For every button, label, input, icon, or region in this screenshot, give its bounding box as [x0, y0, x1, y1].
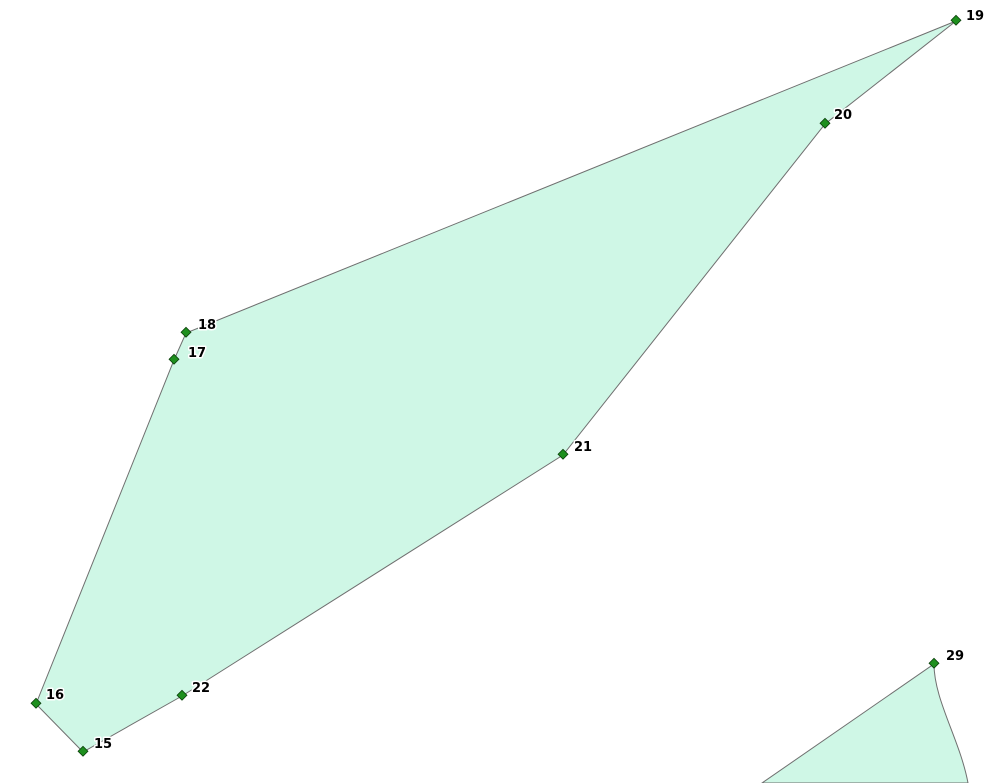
- vertex-marker-29[interactable]: [928, 657, 940, 669]
- vertex-label-15: 15: [94, 737, 112, 752]
- vertex-marker-22[interactable]: [176, 689, 188, 701]
- vertex-markers: [30, 14, 962, 757]
- vertex-label-18: 18: [198, 318, 216, 333]
- vertex-marker-18[interactable]: [180, 326, 192, 338]
- vertex-label-21: 21: [574, 440, 592, 455]
- vertex-label-29: 29: [946, 649, 964, 664]
- parcel-polygon-partial[interactable]: [761, 663, 969, 783]
- vertex-label-20: 20: [834, 108, 852, 123]
- vertex-label-16: 16: [46, 688, 64, 703]
- vertex-label-19: 19: [966, 9, 984, 24]
- vertex-marker-15[interactable]: [77, 745, 89, 757]
- vertex-marker-16[interactable]: [30, 697, 42, 709]
- vertex-marker-19[interactable]: [950, 14, 962, 26]
- vertex-marker-17[interactable]: [168, 353, 180, 365]
- vertex-marker-21[interactable]: [557, 448, 569, 460]
- vertex-marker-20[interactable]: [819, 117, 831, 129]
- vertex-label-22: 22: [192, 681, 210, 696]
- vertex-labels: 15 16 17 18 19 20 21 22 29: [45, 8, 985, 754]
- vertex-label-17: 17: [188, 346, 206, 361]
- parcel-polygon[interactable]: [35, 20, 957, 753]
